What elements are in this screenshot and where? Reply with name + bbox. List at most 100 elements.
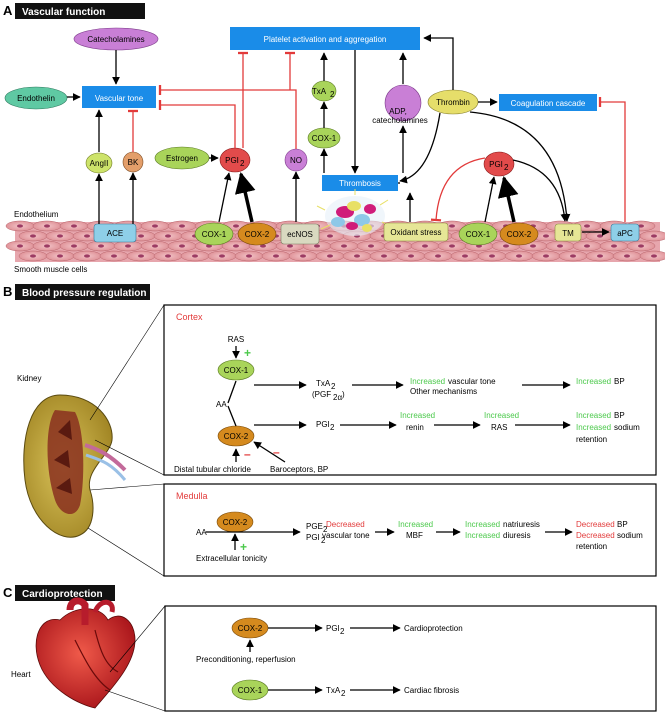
tissue-cell-nucleus xyxy=(462,254,468,258)
cortex-bp2: BP xyxy=(614,411,625,420)
tissue-cell-nucleus xyxy=(246,254,252,258)
cortex-label: Cortex xyxy=(176,312,203,322)
tissue-cell-nucleus xyxy=(111,254,117,258)
cortex-distal-tubular-chloride: Distal tubular chloride xyxy=(174,465,251,474)
medulla-increased-mbf: Increased xyxy=(398,520,433,529)
tissue-cell-nucleus xyxy=(219,254,225,258)
section-a-letter: A xyxy=(3,3,13,18)
smooth-muscle-label: Smooth muscle cells xyxy=(14,265,87,274)
angii-label: AngII xyxy=(90,159,109,168)
section-a-title: Vascular function xyxy=(22,7,105,18)
pgi2-right-label: PGI xyxy=(489,160,503,169)
medulla-retention: retention xyxy=(576,542,607,551)
cortex-pgf-open: (PGF xyxy=(312,390,331,399)
tissue-cell-nucleus xyxy=(489,254,495,258)
cortex-increased-ras: Increased xyxy=(484,411,519,420)
tm-node xyxy=(554,223,582,242)
cortex-sodium: sodium xyxy=(614,423,640,432)
heart-cox1-label: COX-1 xyxy=(238,686,263,695)
cortex-cox2-label: COX-2 xyxy=(224,432,249,441)
tissue-cell-nucleus xyxy=(260,244,266,248)
txa2-sub: 2 xyxy=(330,90,335,99)
heart-cox2-label: COX-2 xyxy=(238,624,263,633)
tissue-cell-nucleus xyxy=(300,254,306,258)
thrombosis-label: Thrombosis xyxy=(339,179,381,188)
cortex-cox1-node xyxy=(217,359,255,381)
heart-preconditioning-label: Preconditioning, reperfusion xyxy=(196,655,296,664)
tissue-cell-nucleus xyxy=(651,234,657,238)
section-a-header xyxy=(15,3,145,19)
kidney-cortex-pointer-1 xyxy=(89,304,165,421)
pgi2-left-label: PGI xyxy=(225,156,239,165)
kidney-cortex-pointer-2 xyxy=(94,439,165,476)
tissue-cell-nucleus xyxy=(638,244,644,248)
tissue-cell-nucleus xyxy=(624,254,630,258)
vascular-tone-box xyxy=(82,86,156,108)
tissue-cell-nucleus xyxy=(638,224,644,228)
cortex-pgf-sub: 2α xyxy=(333,393,342,402)
tissue-cell-nucleus xyxy=(17,244,23,248)
section-c-title: Cardioprotection xyxy=(22,589,103,600)
endothelin-label: Endothelin xyxy=(17,94,55,103)
tissue-cell-nucleus xyxy=(314,244,320,248)
tissue-cell-nucleus xyxy=(381,254,387,258)
kidney-medulla-pointer-2 xyxy=(87,527,165,577)
tissue-cell-nucleus xyxy=(543,254,549,258)
kidney-medulla-pointer-1 xyxy=(89,483,165,491)
tissue-cell-nucleus xyxy=(611,244,617,248)
adp-label-1: ADP, xyxy=(389,107,407,116)
heart-txa2-sub: 2 xyxy=(341,689,346,698)
oxidant-stress-node xyxy=(383,222,449,242)
platelet-cluster-image xyxy=(316,189,391,236)
tissue-cell-nucleus xyxy=(152,224,158,228)
endothelin-node xyxy=(4,86,68,110)
tissue-cell-nucleus xyxy=(341,244,347,248)
adp-label-2: catecholamines xyxy=(372,116,428,125)
tissue-cell-nucleus xyxy=(44,244,50,248)
medulla-label: Medulla xyxy=(176,491,208,501)
medulla-extracellular-tonicity: Extracellular tonicity xyxy=(196,554,267,563)
medulla-sodium: sodium xyxy=(617,531,643,540)
heart-pgi2-sub: 2 xyxy=(340,627,345,636)
cox1-top-label: COX-1 xyxy=(312,134,337,143)
medulla-cox2-label: COX-2 xyxy=(223,518,248,527)
thrombin-label: Thrombin xyxy=(436,98,470,107)
tissue-cell-nucleus xyxy=(584,244,590,248)
cox2-left-node xyxy=(237,222,277,246)
endothelium-label: Endothelium xyxy=(14,210,59,219)
tissue-cell-nucleus xyxy=(327,254,333,258)
medulla-natriuresis: natriuresis xyxy=(503,520,540,529)
cortex-pgf-close: ) xyxy=(342,390,345,399)
cortex-vascular-tone: vascular tone xyxy=(448,377,496,386)
cortex-txa2-label: TxA xyxy=(316,379,331,388)
bk-label: BK xyxy=(128,158,139,167)
section-c-header xyxy=(15,585,115,601)
cortex-increased-sodium: Increased xyxy=(576,423,611,432)
cortex-cox1-label: COX-1 xyxy=(224,366,249,375)
adp-node xyxy=(384,84,422,122)
ace-node xyxy=(93,223,137,243)
cortex-increased-vt: Increased xyxy=(410,377,445,386)
vascular-tone-label: Vascular tone xyxy=(95,94,144,103)
section-a-arrows xyxy=(67,34,626,236)
thrombosis-box xyxy=(322,175,398,191)
cortex-pgi2-label: PGI xyxy=(316,420,330,429)
medulla-pge-label: PGE xyxy=(306,522,323,531)
kidney-label: Kidney xyxy=(17,374,41,383)
heart-cardioprotection-label: Cardioprotection xyxy=(404,624,463,633)
medulla-aa-label: AA xyxy=(196,528,207,537)
ecnos-node xyxy=(280,223,320,245)
tissue-cell-nucleus xyxy=(570,254,576,258)
ace-label: ACE xyxy=(107,229,123,238)
heart-fibrosis-label: Cardiac fibrosis xyxy=(404,686,459,695)
tissue-cell-nucleus xyxy=(84,234,90,238)
tissue-cell-nucleus xyxy=(71,244,77,248)
cardioprotection-box xyxy=(164,605,657,712)
section-c-letter: C xyxy=(3,585,13,600)
tissue-cell-nucleus xyxy=(273,254,279,258)
apc-label: aPC xyxy=(617,229,633,238)
tissue-cell-nucleus xyxy=(435,254,441,258)
tissue-cell-nucleus xyxy=(165,254,171,258)
tissue-cell-nucleus xyxy=(503,244,509,248)
